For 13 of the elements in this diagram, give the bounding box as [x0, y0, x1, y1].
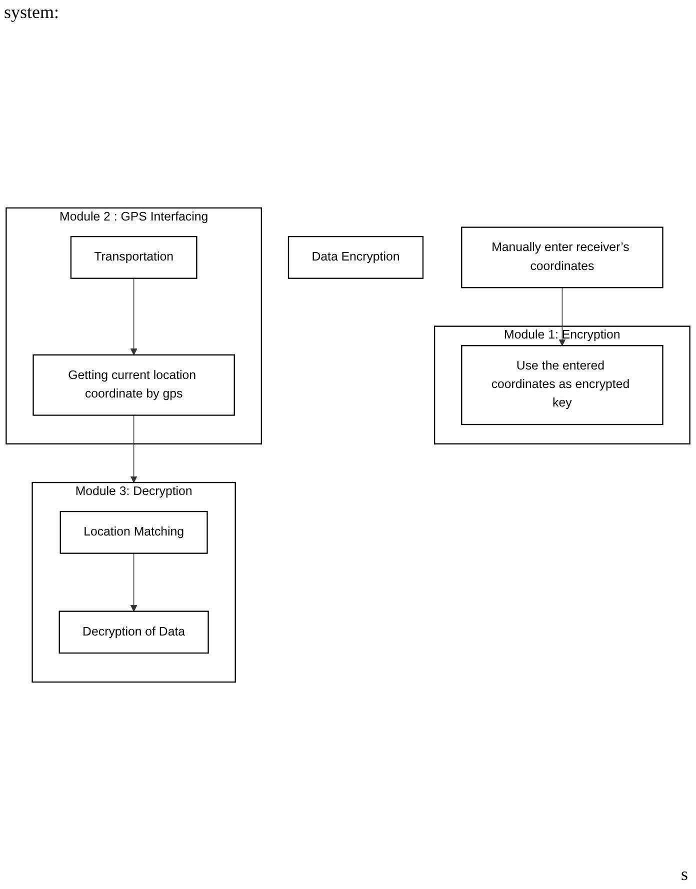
node-box: Data Encryption	[288, 236, 424, 279]
note-text: s	[680, 864, 688, 885]
node-box: Decryption of Data	[58, 610, 209, 654]
node-box: Getting current location coordinate by gps	[32, 354, 235, 416]
arrow	[130, 552, 138, 612]
arrow	[130, 278, 138, 356]
arrow	[130, 414, 138, 483]
node-box: Transportation	[70, 236, 198, 279]
arrow	[558, 287, 566, 346]
node-box: Use the entered coordinates as encrypted key	[461, 345, 664, 426]
note-text: system:	[4, 2, 60, 23]
node-box: Manually enter receiver’s coordinates	[461, 226, 664, 288]
node-box: Location Matching	[60, 510, 208, 554]
